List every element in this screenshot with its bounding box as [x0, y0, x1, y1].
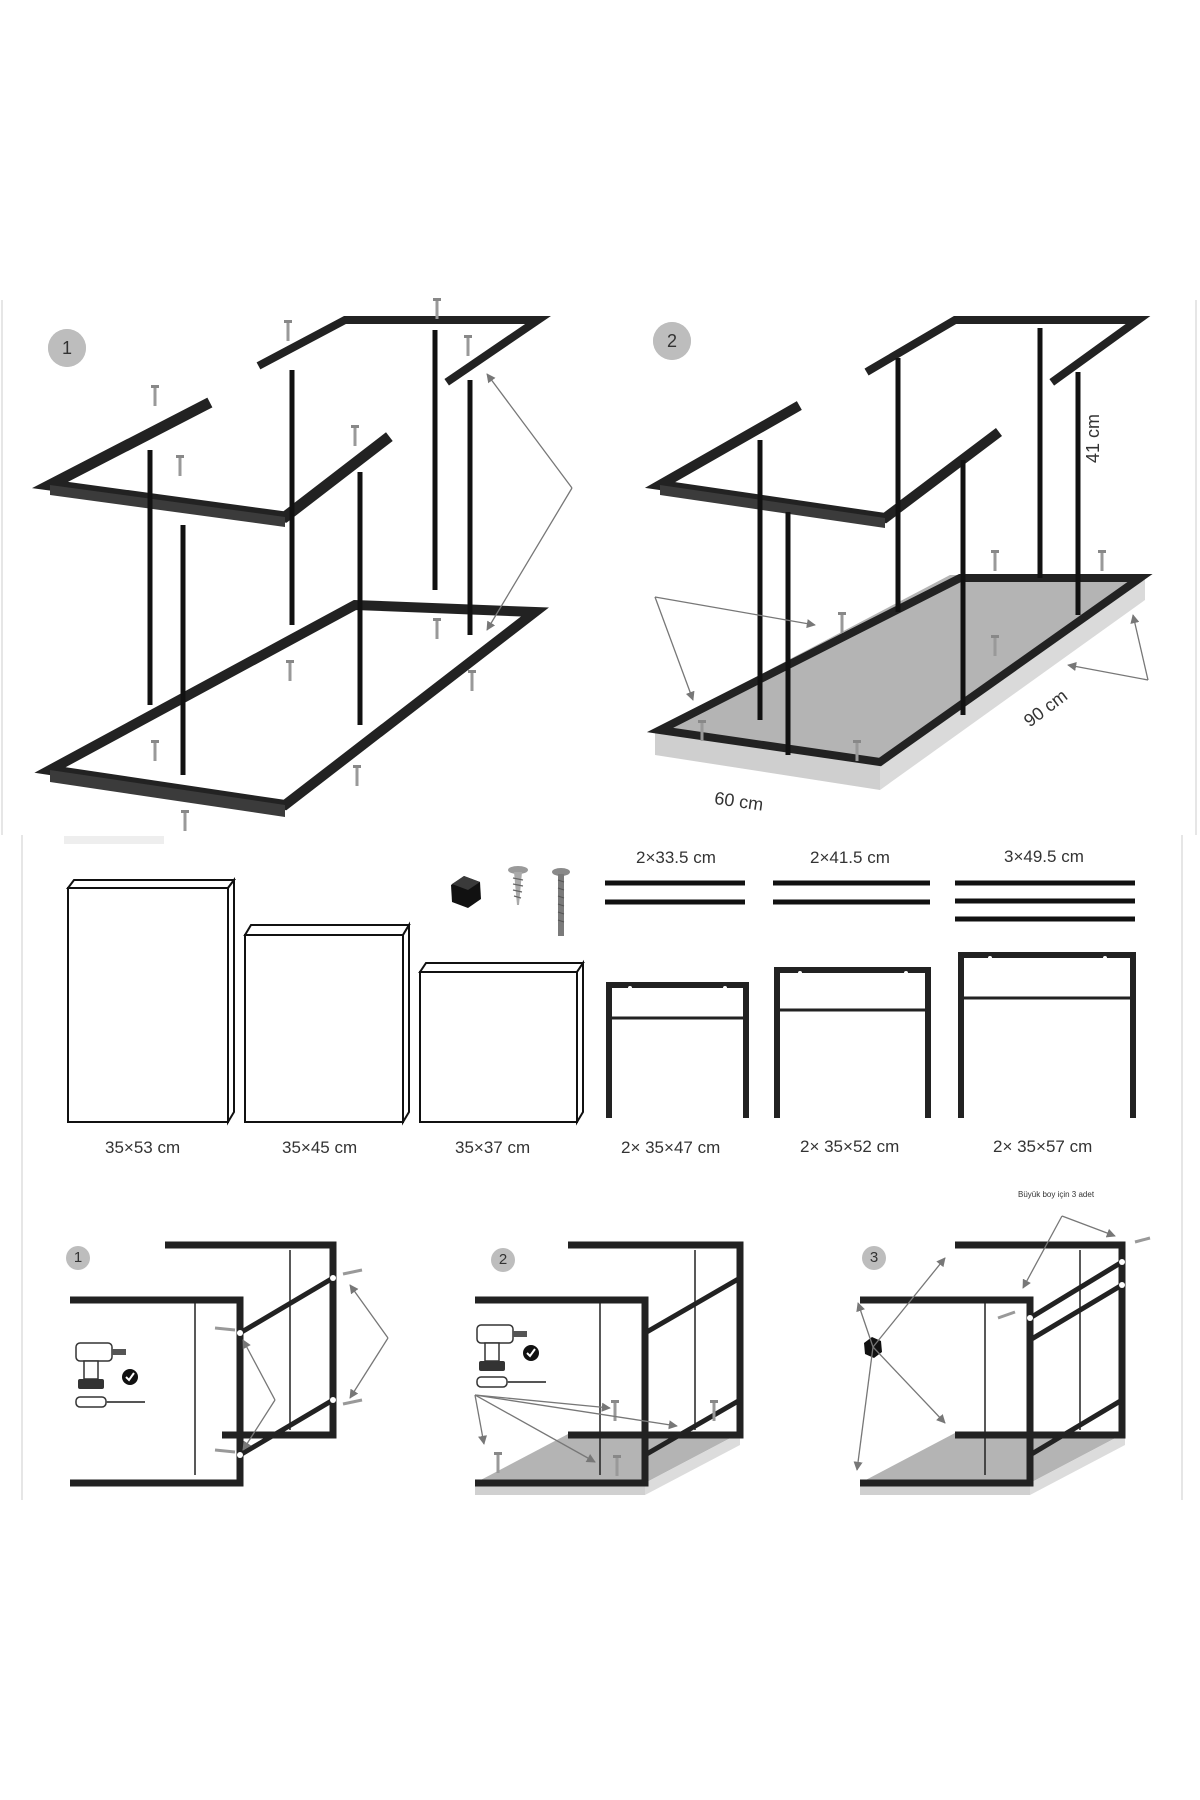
board-small	[418, 959, 585, 1126]
lower-frame	[34, 599, 549, 817]
wood-screw	[508, 866, 528, 905]
rod-set-3	[955, 880, 1135, 922]
large-size-note: Büyük boy için 3 adet	[1018, 1190, 1095, 1199]
check-icon	[523, 1345, 539, 1361]
vertical-rods	[147, 330, 473, 775]
assembled-view-step-2	[644, 316, 1153, 790]
upper-frame	[32, 316, 551, 527]
step-number-top-1: 1	[48, 329, 86, 367]
plastic-foot-cap	[451, 876, 481, 908]
bolt	[552, 868, 570, 936]
bottom-step-1	[70, 1241, 389, 1487]
arrow-icon	[486, 373, 573, 631]
step-number-top-2: 2	[653, 322, 691, 360]
board-large	[66, 877, 236, 1126]
board-label-2: 35×45 cm	[282, 1138, 358, 1157]
rod-set-label-1: 2×33.5 cm	[636, 848, 716, 867]
power-drill-icon	[75, 1342, 126, 1389]
parts-list	[66, 866, 1136, 1126]
rod-set-label-3: 3×49.5 cm	[1004, 847, 1084, 866]
board-medium	[243, 921, 411, 1126]
bottom-step-2	[474, 1241, 744, 1495]
frame-medium	[774, 967, 931, 1118]
arrow-icon	[654, 596, 1149, 701]
frame-label-1: 2× 35×47 cm	[621, 1138, 721, 1157]
frame-label-3: 2× 35×57 cm	[993, 1137, 1093, 1156]
rod-set-1	[605, 880, 745, 905]
screwdriver-icon	[476, 1376, 546, 1388]
check-icon	[122, 1369, 138, 1385]
screws	[151, 298, 476, 831]
screwdriver-icon	[75, 1396, 145, 1408]
frame-label-2: 2× 35×52 cm	[800, 1137, 900, 1156]
frame-small	[606, 982, 749, 1118]
frame-large	[958, 952, 1136, 1118]
board-label-1: 35×53 cm	[105, 1138, 181, 1157]
rod-set-2	[773, 880, 930, 905]
exploded-view-step-1	[32, 298, 573, 831]
board-label-3: 35×37 cm	[455, 1138, 531, 1157]
step-number-bottom-2: 2	[491, 1248, 515, 1272]
step-number-bottom-1: 1	[66, 1246, 90, 1270]
power-drill-icon	[476, 1324, 527, 1371]
dimension-height: 41 cm	[1083, 413, 1103, 463]
step-number-bottom-3: 3	[862, 1246, 886, 1270]
bottom-board	[655, 575, 1145, 790]
rod-set-label-2: 2×41.5 cm	[810, 848, 890, 867]
bottom-step-3	[853, 1215, 1151, 1495]
